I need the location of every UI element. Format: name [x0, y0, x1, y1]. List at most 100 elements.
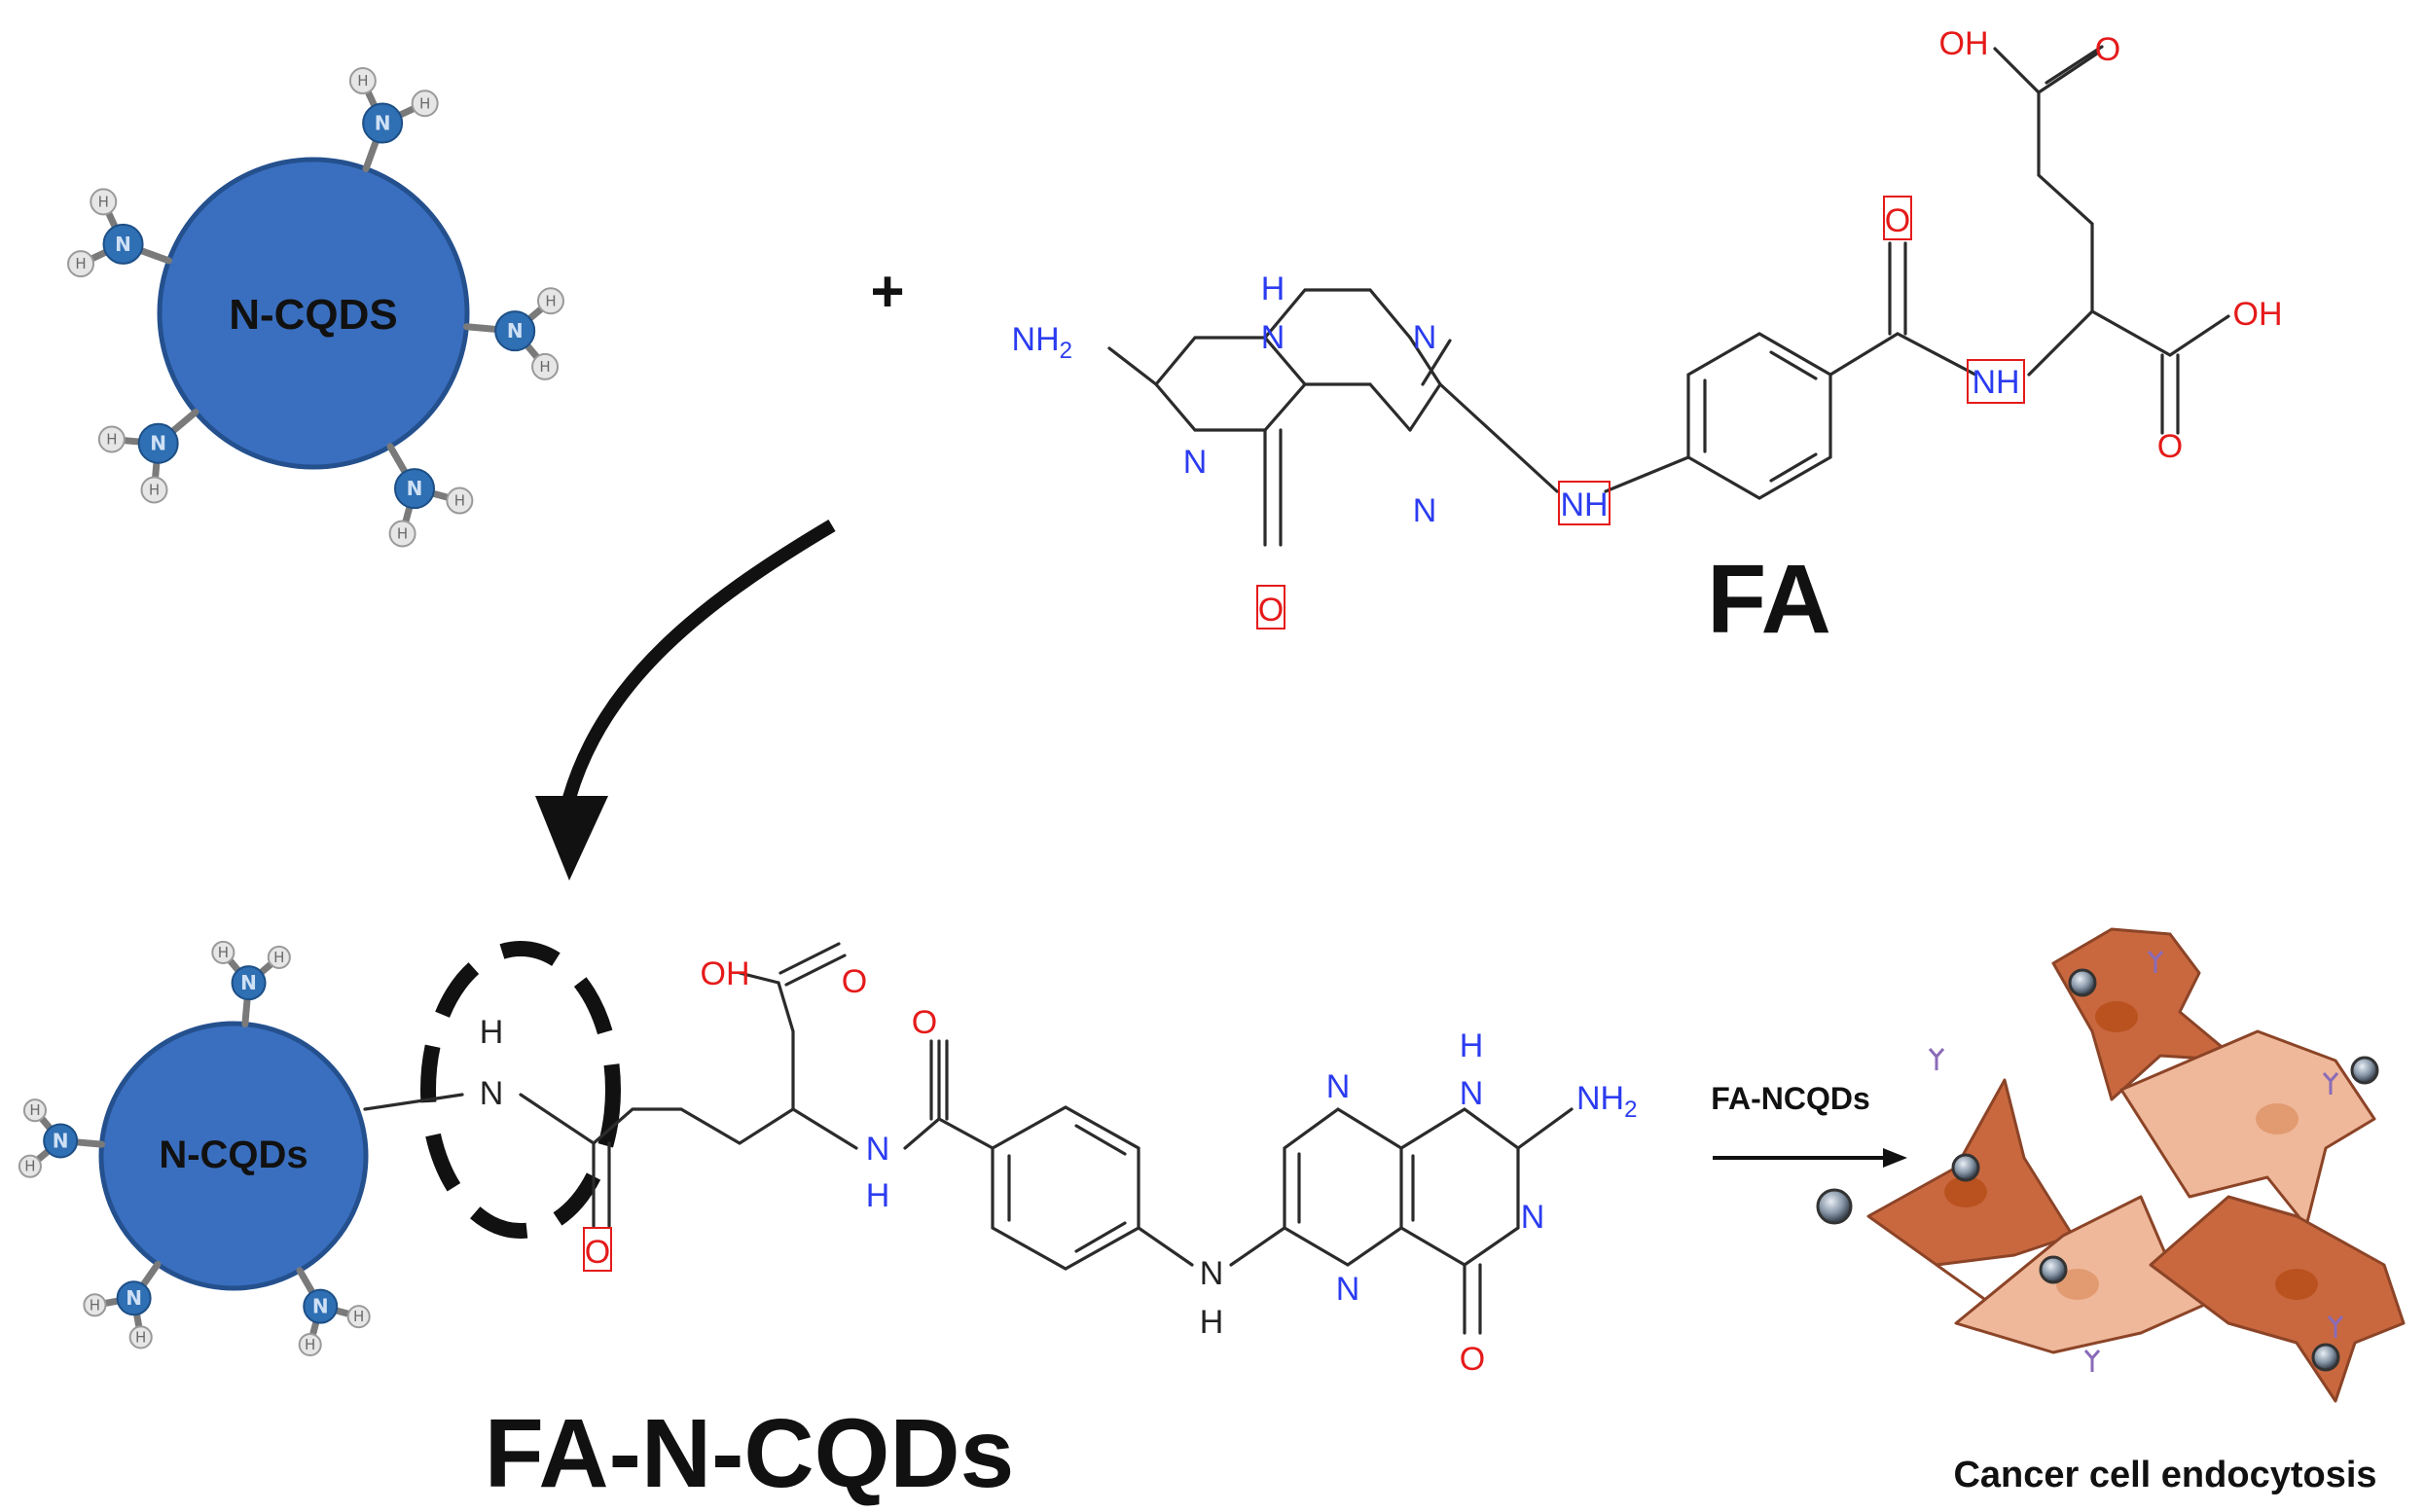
- hydrogen-atom: [388, 520, 416, 548]
- nitrogen-atom: [137, 422, 179, 464]
- svg-text:O: O: [842, 963, 867, 1000]
- cancer-cell: [2149, 1195, 2406, 1403]
- particle-core: [157, 157, 470, 470]
- hydrogen-letter: H: [24, 1158, 35, 1175]
- nitrogen-atom: [362, 102, 404, 144]
- amine-group: HHN: [462, 287, 564, 380]
- hydrogen-atom: [536, 287, 564, 315]
- svg-text:N: N: [1336, 1271, 1360, 1308]
- svg-text:O: O: [2157, 428, 2183, 465]
- hydrogen-letter: H: [454, 492, 465, 510]
- nitrogen-atom: [102, 223, 144, 265]
- amine-group: HHN: [18, 1098, 106, 1178]
- svg-text:N: N: [866, 1131, 890, 1168]
- hydrogen-letter: H: [397, 524, 408, 542]
- internalized-dot: [2350, 1056, 2379, 1085]
- hydrogen-atom: [128, 1325, 153, 1350]
- svg-text:OH: OH: [1939, 25, 1989, 62]
- nitrogen-letter: N: [507, 319, 524, 342]
- hydrogen-letter: H: [305, 1336, 315, 1353]
- svg-text:N: N: [1460, 1075, 1484, 1112]
- svg-text:O: O: [585, 1234, 610, 1271]
- hydrogen-atom: [531, 352, 560, 380]
- hydrogen-letter: H: [539, 358, 550, 376]
- svg-text:N: N: [1326, 1068, 1351, 1105]
- nitrogen-letter: N: [126, 1286, 142, 1310]
- svg-text:O: O: [1885, 202, 1910, 239]
- n-cqds-bottom-label: N-CQDs: [159, 1134, 308, 1176]
- folic-acid-structure: NH2 H N N N N NH O O NH OH O OH O: [1012, 25, 2283, 630]
- hydrogen-letter: H: [149, 482, 160, 499]
- fa-conjugate-structure: H N O OH O O N H N H N N H N N NH2 O: [363, 942, 1637, 1378]
- internalized-dot: [2039, 1255, 2068, 1284]
- hydrogen-atom: [411, 90, 439, 118]
- svg-text:N: N: [1200, 1255, 1224, 1292]
- hydrogen-atom: [90, 188, 118, 216]
- svg-text:N: N: [1521, 1199, 1545, 1236]
- svg-text:NH2: NH2: [1576, 1080, 1637, 1123]
- svg-text:OH: OH: [2233, 296, 2283, 333]
- svg-text:N: N: [1413, 492, 1437, 529]
- svg-text:O: O: [1460, 1341, 1485, 1378]
- cell-nucleus: [1944, 1176, 1987, 1207]
- folate-receptor: [2322, 1072, 2339, 1095]
- hydrogen-letter: H: [106, 431, 117, 449]
- hydrogen-atom: [267, 945, 291, 970]
- amide-bond-highlight: [420, 941, 621, 1239]
- nitrogen-atom: [394, 468, 435, 510]
- hydrogen-atom: [67, 250, 95, 278]
- hydrogen-atom: [348, 67, 377, 95]
- svg-text:NH: NH: [1560, 486, 1608, 523]
- cancer-cell: [2119, 1029, 2379, 1228]
- hydrogen-letter: H: [353, 1308, 364, 1325]
- amine-group: H H N: [67, 188, 173, 278]
- nitrogen-letter: N: [375, 112, 391, 135]
- fa-title: FA: [1707, 545, 1831, 654]
- svg-text:H: H: [1200, 1304, 1224, 1341]
- svg-text:O: O: [912, 1004, 937, 1041]
- reaction-arrow: [535, 519, 836, 881]
- nitrogen-letter: N: [150, 432, 166, 455]
- hydrogen-letter: H: [357, 72, 368, 90]
- svg-text:NH2: NH2: [1012, 321, 1072, 364]
- hydrogen-letter: H: [545, 292, 556, 309]
- internalized-dot: [2311, 1343, 2340, 1372]
- cancer-cells: [1866, 927, 2406, 1403]
- hydrogen-atom: [446, 486, 474, 515]
- hydrogen-atom: [18, 1154, 42, 1178]
- hydrogen-atom: [140, 476, 168, 504]
- svg-text:H: H: [480, 1014, 504, 1051]
- hydrogen-atom: [22, 1098, 48, 1123]
- n-cqds-top-label: N-CQDS: [229, 291, 398, 339]
- svg-text:N: N: [1413, 319, 1437, 356]
- cell-nucleus: [2056, 1269, 2099, 1300]
- hydrogen-letter: H: [75, 255, 86, 272]
- nitrogen-letter: N: [407, 477, 423, 500]
- folate-receptor: [2083, 1350, 2101, 1372]
- hydrogen-letter: H: [419, 94, 430, 112]
- hydrogen-atom: [97, 425, 126, 453]
- svg-text:O: O: [1258, 592, 1284, 629]
- nitrogen-letter: N: [115, 233, 131, 256]
- cell-nucleus: [2256, 1103, 2298, 1134]
- fa-n-cqds-title: FA-N-CQDs: [485, 1399, 1014, 1508]
- nitrogen-atom: [43, 1123, 79, 1159]
- uptake-arrow: [1713, 1148, 1907, 1168]
- nitrogen-letter: N: [312, 1295, 329, 1318]
- folate-receptor: [1928, 1048, 1945, 1070]
- plus-sign: +: [870, 259, 904, 324]
- cancer-cell: [2051, 927, 2240, 1101]
- nitrogen-atom: [494, 310, 536, 352]
- hydrogen-atom: [346, 1305, 371, 1329]
- hydrogen-letter: H: [218, 944, 229, 961]
- hydrogen-atom: [298, 1332, 322, 1357]
- amine-group: H H N: [97, 409, 199, 504]
- amine-group: H H N: [296, 1267, 371, 1357]
- hydrogen-letter: H: [98, 193, 109, 210]
- internalized-dot: [2068, 968, 2097, 997]
